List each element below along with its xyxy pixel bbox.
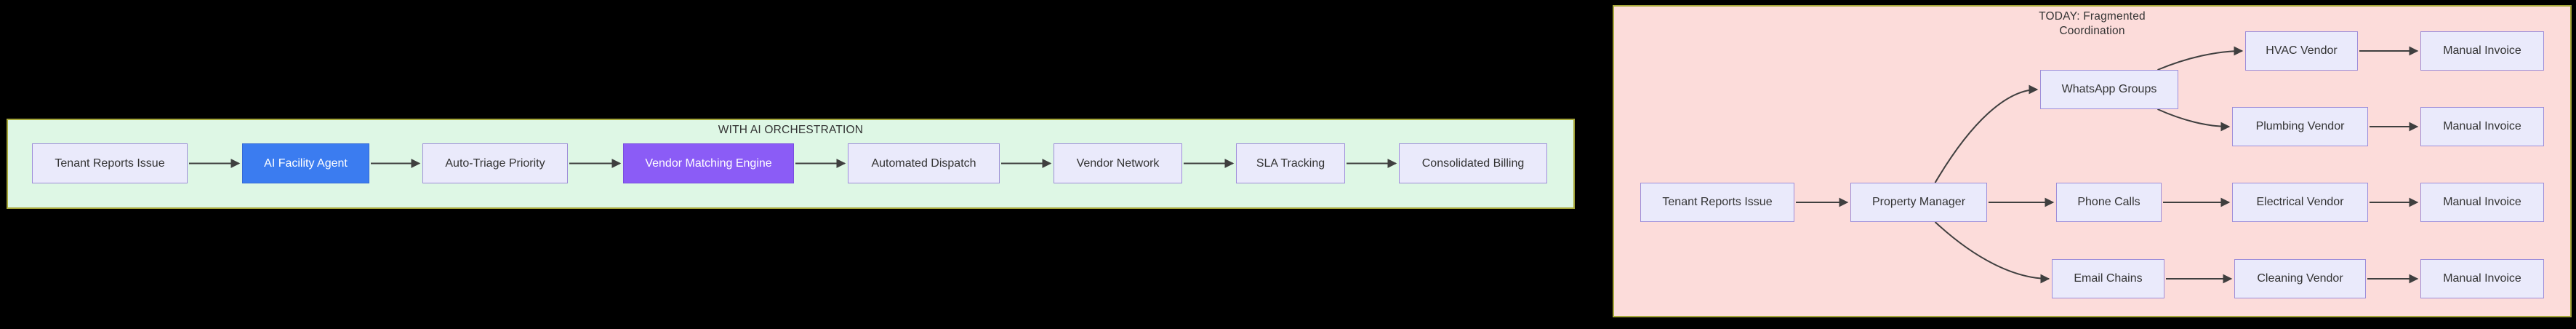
node-ai-facility-agent: AI Facility Agent <box>242 143 369 183</box>
today-panel-title-line-1: TODAY: Fragmented <box>2039 10 2146 23</box>
node-plumbing-vendor: Plumbing Vendor <box>2232 107 2368 146</box>
node-vendor-matching-engine: Vendor Matching Engine <box>623 143 794 183</box>
edge-p2-to-p3 <box>1934 84 2039 183</box>
node-manual-invoice-2: Manual Invoice <box>2420 107 2544 146</box>
node-sla-tracking: SLA Tracking <box>1236 143 1345 183</box>
node-tenant-reports-issue-2: Tenant Reports Issue <box>1640 183 1794 222</box>
today-fragmented-panel-title: TODAY: Fragmented Coordination <box>1614 9 2570 39</box>
node-whatsapp-groups: WhatsApp Groups <box>2040 70 2178 109</box>
node-consolidated-billing: Consolidated Billing <box>1399 143 1547 183</box>
node-hvac-vendor: HVAC Vendor <box>2245 31 2358 71</box>
node-automated-dispatch: Automated Dispatch <box>848 143 1000 183</box>
node-manual-invoice-3: Manual Invoice <box>2420 183 2544 222</box>
edge-p3-to-p7 <box>2157 108 2231 132</box>
node-manual-invoice: Manual Invoice <box>2420 31 2544 71</box>
node-vendor-network: Vendor Network <box>1054 143 1182 183</box>
today-panel-title-line-2: Coordination <box>2059 25 2125 37</box>
ai-orchestration-panel-title: WITH AI ORCHESTRATION <box>8 123 1573 138</box>
node-email-chains: Email Chains <box>2052 259 2164 298</box>
ai-orchestration-panel-title-text: WITH AI ORCHESTRATION <box>718 124 864 136</box>
node-property-manager: Property Manager <box>1850 183 1987 222</box>
node-tenant-reports-issue: Tenant Reports Issue <box>32 143 188 183</box>
node-manual-invoice-4: Manual Invoice <box>2420 259 2544 298</box>
node-electrical-vendor: Electrical Vendor <box>2232 183 2368 222</box>
edge-p2-to-p5 <box>1934 221 2050 284</box>
node-cleaning-vendor: Cleaning Vendor <box>2234 259 2366 298</box>
edge-p3-to-p6 <box>2157 46 2244 71</box>
node-phone-calls: Phone Calls <box>2056 183 2162 222</box>
node-auto-triage-priority: Auto-Triage Priority <box>422 143 568 183</box>
